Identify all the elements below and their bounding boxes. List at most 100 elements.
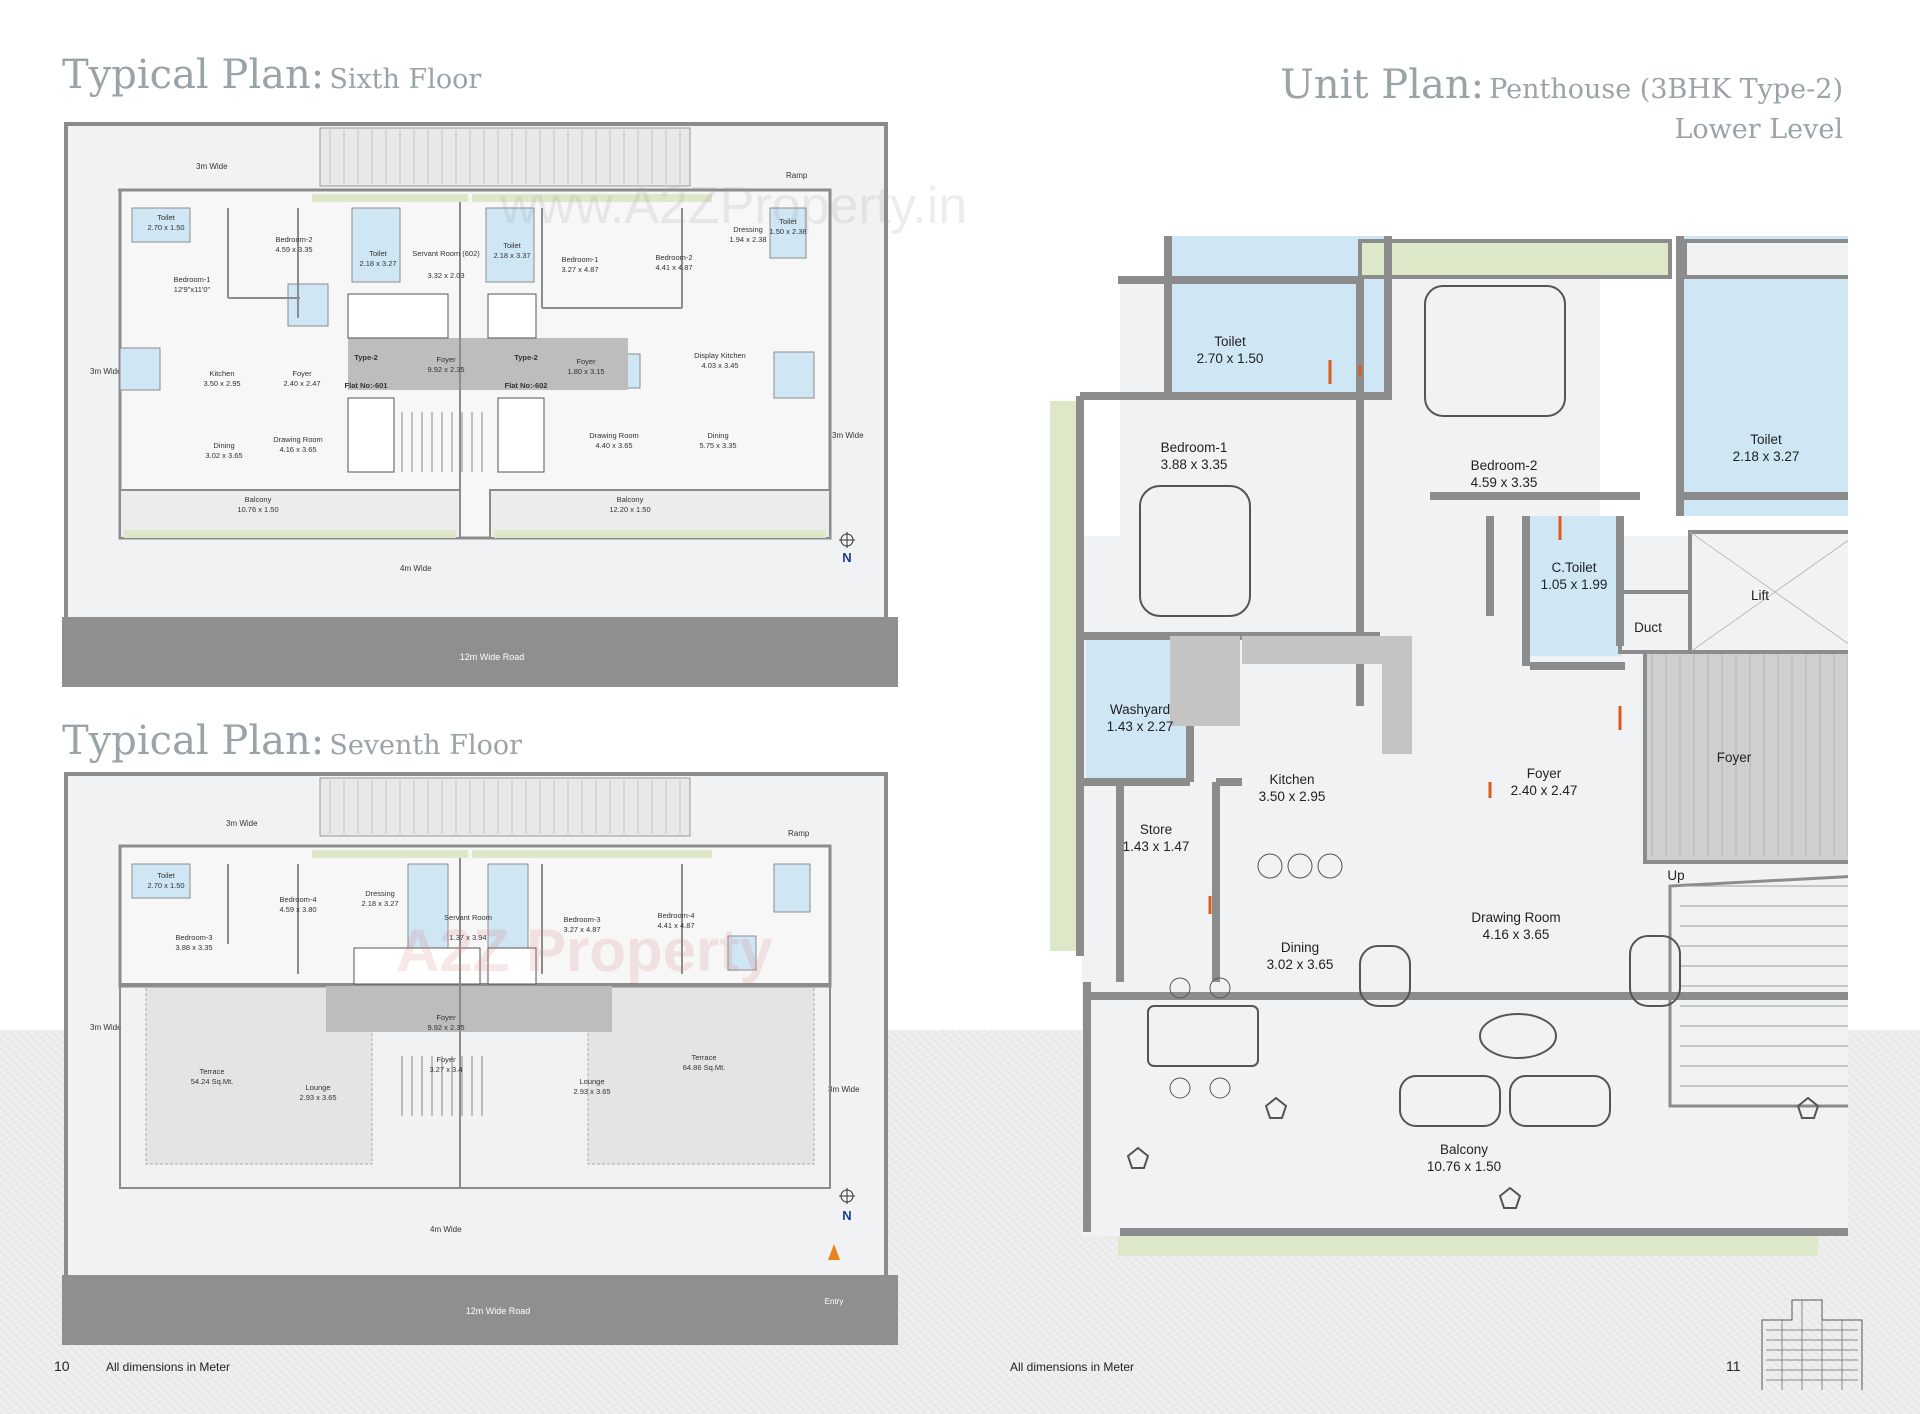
flat-label: Flat No:-601 bbox=[345, 381, 388, 390]
room-dim: 64.86 Sq.Mt. bbox=[683, 1063, 726, 1072]
walls-and-areas bbox=[1050, 236, 1848, 1256]
room-dim: 3.88 x 3.35 bbox=[1161, 457, 1228, 472]
heading-main: Typical Plan: bbox=[62, 52, 325, 98]
heading-sub: Penthouse (3BHK Type-2) bbox=[1489, 74, 1843, 105]
duct-label: Duct bbox=[1634, 620, 1662, 635]
ramp-hatch bbox=[319, 777, 691, 837]
room-dim: 1.94 x 2.38 bbox=[729, 235, 766, 244]
room-name: Dining bbox=[707, 431, 728, 440]
room-dim: 4.41 x 4.87 bbox=[657, 921, 694, 930]
north-label: N bbox=[842, 550, 851, 565]
room-dim: 4.16 x 3.65 bbox=[279, 445, 316, 454]
room-name: Bedroom-3 bbox=[563, 915, 600, 924]
room-dim: 1.05 x 1.99 bbox=[1541, 577, 1608, 592]
wide-right-label: 3m Wide bbox=[832, 431, 864, 440]
room-name: Balcony bbox=[245, 495, 272, 504]
room-dim: 3.02 x 3.65 bbox=[1267, 957, 1334, 972]
furniture bbox=[1126, 285, 1820, 1209]
room-name: Foyer bbox=[576, 357, 596, 366]
room-name: Display Kitchen bbox=[694, 351, 746, 360]
room-name: Dressing bbox=[365, 889, 395, 898]
room-dim: 9.92 x 2.35 bbox=[427, 365, 464, 374]
room-dim: 1.37 x 3.94 bbox=[449, 933, 486, 942]
room-name: Terrace bbox=[691, 1053, 716, 1062]
room-dim: 3.27 x 4.87 bbox=[563, 925, 600, 934]
room-name: Kitchen bbox=[209, 369, 234, 378]
sixth-floor-plan: 12m Wide Road 3m Wide Ramp 3m Wide 3m Wi… bbox=[62, 122, 898, 687]
heading-line2: Lower Level bbox=[1674, 114, 1843, 145]
room-dim: 2.40 x 2.47 bbox=[283, 379, 320, 388]
room-dim: 10.76 x 1.50 bbox=[237, 505, 278, 514]
right-page-number: 11 bbox=[1726, 1358, 1741, 1374]
room-name: Store bbox=[1140, 822, 1172, 837]
room-dim: 3.27 x 3.4 bbox=[430, 1065, 463, 1074]
room-name: Bedroom-2 bbox=[1471, 458, 1538, 473]
room-name: Toilet bbox=[369, 249, 387, 258]
wide-bottom-label: 4m Wide bbox=[400, 564, 432, 573]
wide-top-label: 3m Wide bbox=[196, 162, 228, 171]
room-dim: 9.92 x 2.35 bbox=[427, 1023, 464, 1032]
watermark-logo-text: A2Z Property bbox=[396, 917, 773, 984]
room-dim: 3.50 x 2.95 bbox=[203, 379, 240, 388]
building-sketch-icon bbox=[1761, 1299, 1863, 1390]
room-name: Lounge bbox=[579, 1077, 604, 1086]
room-labels: Toilet 2.70 x 1.50 Bedroom-2 4.59 x 3.35… bbox=[147, 213, 806, 514]
building-outline bbox=[118, 188, 832, 540]
room-name: Bedroom-4 bbox=[657, 911, 694, 920]
wide-bottom-label: 4m Wide bbox=[430, 1225, 462, 1234]
room-dim: 1.50 x 2.38 bbox=[769, 227, 806, 236]
north-arrow-icon: N bbox=[839, 532, 855, 565]
room-name: Servant Room (602) bbox=[412, 249, 480, 258]
room-name: Bedroom-1 bbox=[561, 255, 598, 264]
penthouse-plan: Toilet 2.70 x 1.50 Bedroom-1 3.88 x 3.35… bbox=[1050, 236, 1848, 1256]
road-strip bbox=[62, 617, 898, 687]
room-name: Lounge bbox=[305, 1083, 330, 1092]
penthouse-heading: Unit Plan: Penthouse (3BHK Type-2) Lower… bbox=[1280, 62, 1843, 145]
room-dim: 4.03 x 3.45 bbox=[701, 361, 738, 370]
room-dim: 10.76 x 1.50 bbox=[1427, 1159, 1501, 1174]
room-name: Bedroom-3 bbox=[175, 933, 212, 942]
room-dim: 2.93 x 3.65 bbox=[299, 1093, 336, 1102]
room-name: Bedroom-1 bbox=[173, 275, 210, 284]
room-name: Bedroom-2 bbox=[655, 253, 692, 262]
right-dimensions-note: All dimensions in Meter bbox=[1010, 1360, 1135, 1374]
room-name: Dining bbox=[213, 441, 234, 450]
heading-sub: Sixth Floor bbox=[329, 64, 482, 95]
room-dim: 4.40 x 3.65 bbox=[595, 441, 632, 450]
road-strip bbox=[62, 1275, 898, 1345]
common-foyer-label: Foyer bbox=[1717, 750, 1752, 765]
seventh-floor-plan: 12m Wide Road 3m Wide Ramp 3m Wide 3m Wi… bbox=[62, 772, 898, 1345]
heading-main: Unit Plan: bbox=[1280, 62, 1485, 108]
wide-left-label: 3m Wide bbox=[90, 1023, 122, 1032]
room-name: Washyard bbox=[1110, 702, 1170, 717]
room-name: Drawing Room bbox=[589, 431, 639, 440]
room-dim: 2.18 x 3.27 bbox=[359, 259, 396, 268]
room-labels: Toilet 2.70 x 1.50 Bedroom-4 4.59 x 3.80… bbox=[147, 871, 725, 1102]
road-label: 12m Wide Road bbox=[460, 652, 525, 662]
room-name: Toilet bbox=[1750, 432, 1782, 447]
road-label: 12m Wide Road bbox=[466, 1306, 531, 1316]
room-dim: 5.75 x 3.35 bbox=[699, 441, 736, 450]
room-name: Balcony bbox=[1440, 1142, 1488, 1157]
flat-label: Type-2 bbox=[514, 353, 538, 362]
room-name: Bedroom-1 bbox=[1161, 440, 1228, 455]
room-name: Terrace bbox=[199, 1067, 224, 1076]
room-dim: 12.20 x 1.50 bbox=[609, 505, 650, 514]
seventh-floor-heading: Typical Plan: Seventh Floor bbox=[62, 718, 522, 764]
ramp-hatch bbox=[319, 127, 691, 187]
room-dim: 4.16 x 3.65 bbox=[1483, 927, 1550, 942]
room-dim: 3.02 x 3.65 bbox=[205, 451, 242, 460]
room-dim: 1.80 x 3.15 bbox=[567, 367, 604, 376]
room-name: Kitchen bbox=[1269, 772, 1314, 787]
room-name: Dining bbox=[1281, 940, 1319, 955]
wide-top-label: 3m Wide bbox=[226, 819, 258, 828]
room-name: Toilet bbox=[779, 217, 797, 226]
room-dim: 3.27 x 4.87 bbox=[561, 265, 598, 274]
room-name: Dressing bbox=[733, 225, 763, 234]
wide-right-label: 3m Wide bbox=[828, 1085, 860, 1094]
room-dim: 3.32 x 2.03 bbox=[427, 271, 464, 280]
room-dim: 3.50 x 2.95 bbox=[1259, 789, 1326, 804]
room-name: Foyer bbox=[436, 355, 456, 364]
room-name: Foyer bbox=[436, 1013, 456, 1022]
entry-arrow-icon: Entry bbox=[825, 1244, 843, 1306]
